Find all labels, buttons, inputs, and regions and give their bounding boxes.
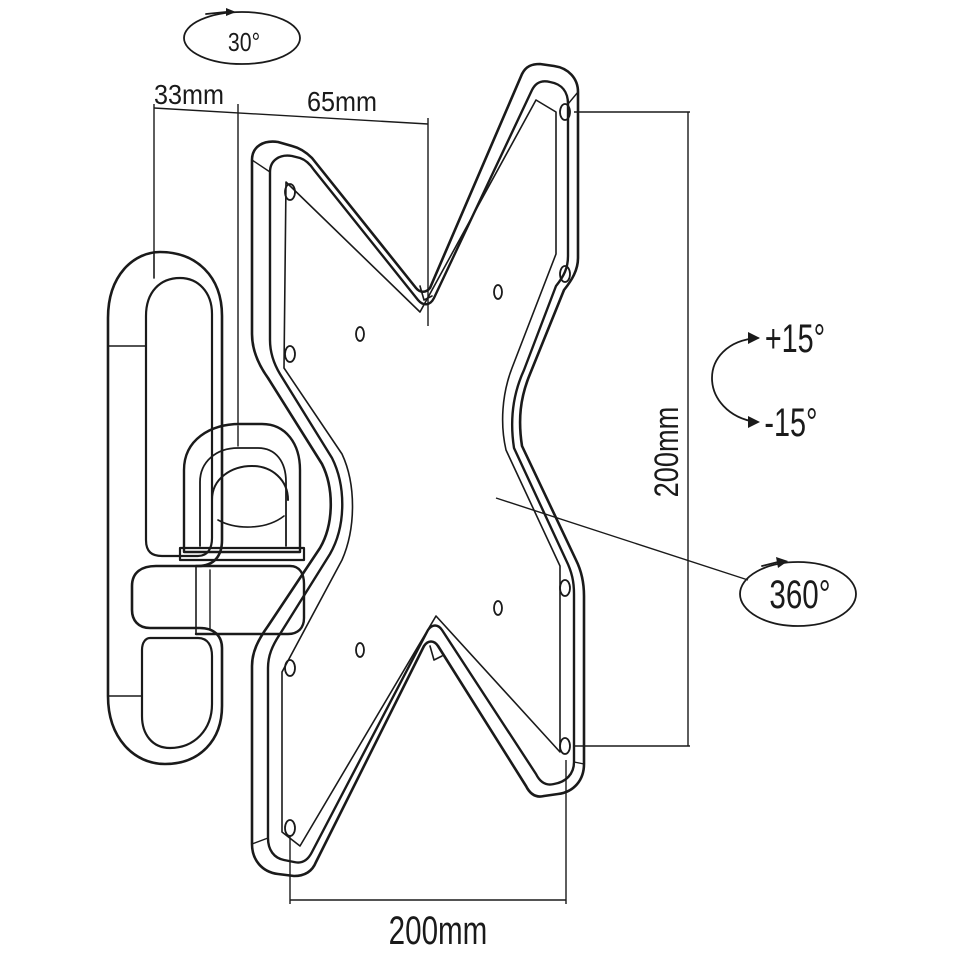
tilt-down-label: -15° bbox=[764, 400, 817, 445]
vesa-plate bbox=[250, 62, 586, 878]
tilt-up-label: +15° bbox=[765, 316, 825, 361]
top-rotation-label: 30° bbox=[228, 28, 260, 58]
arm-depth-label: 65mm bbox=[307, 86, 377, 118]
wall-plate bbox=[106, 250, 224, 766]
vertical-span-label: 200mm bbox=[647, 407, 686, 498]
horizontal-span-label: 200mm bbox=[389, 909, 488, 953]
arrow-down-tilt-icon bbox=[748, 416, 760, 428]
wall-depth-label: 33mm bbox=[154, 79, 224, 111]
arrow-rotation-icon bbox=[776, 557, 788, 568]
arrow-up-tilt-icon bbox=[748, 332, 760, 344]
tilt-indicator bbox=[711, 332, 760, 428]
dimension-lines bbox=[153, 104, 749, 904]
swivel-arm bbox=[178, 422, 306, 636]
rotation-360-indicator bbox=[739, 557, 857, 627]
arrow-right-icon bbox=[226, 8, 236, 16]
rotation-label: 360° bbox=[769, 573, 830, 617]
top-rotation-indicator bbox=[183, 8, 301, 65]
